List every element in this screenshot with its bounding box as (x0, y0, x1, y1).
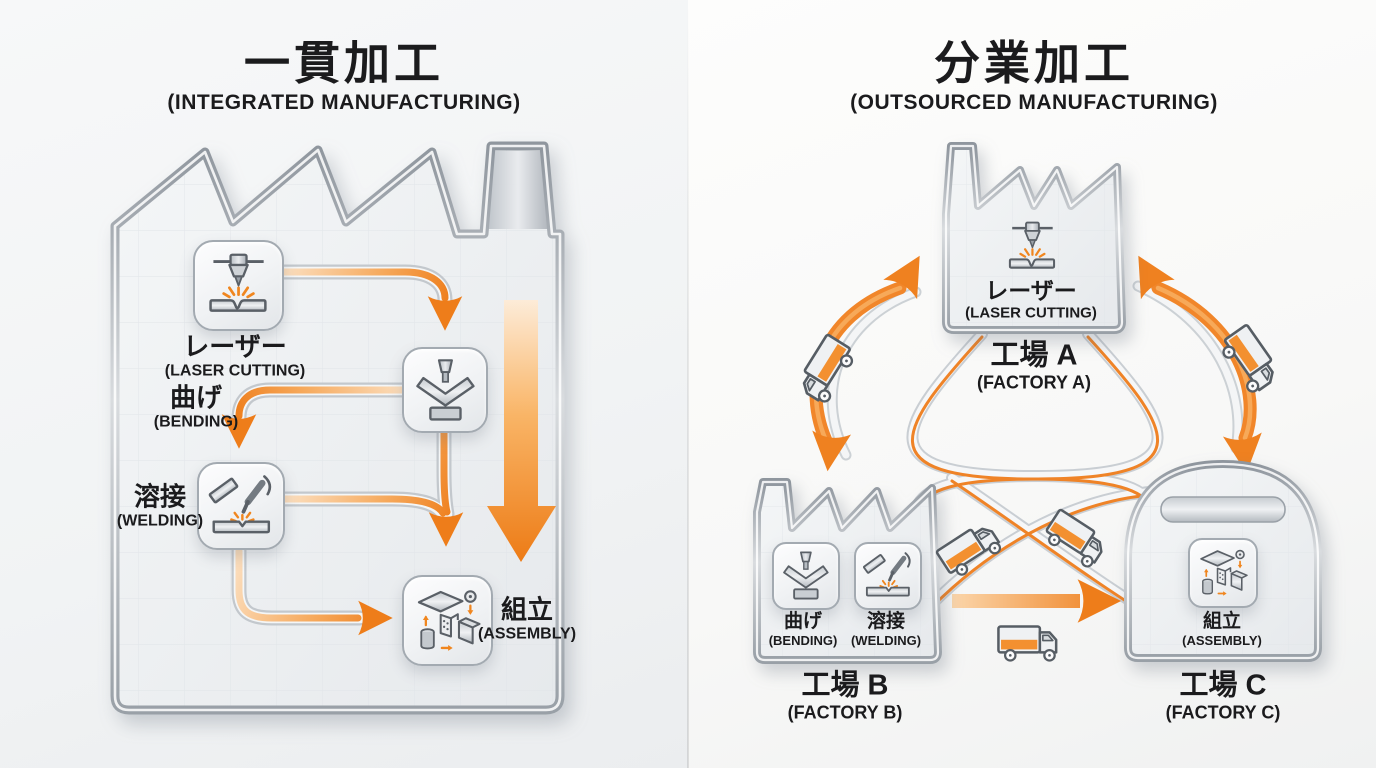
right-title-english: (OUTSOURCED MANUFACTURING) (850, 90, 1218, 114)
laser-cutting-label: レーザー (LASER CUTTING) (164, 331, 306, 380)
arrow-factory-b-c (952, 579, 1122, 623)
arrow-laser-to-bending (275, 264, 463, 331)
process-flow-arrows (221, 264, 464, 636)
left-flow-diagram (110, 141, 565, 715)
bending-label: 曲げ (BENDING) (153, 382, 239, 431)
factory-c-name: 工場 C (FACTORY C) (1165, 669, 1281, 723)
factory-b-welding-label: 溶接 (WELDING) (850, 611, 922, 648)
bending-icon (415, 358, 475, 421)
factory-a-name: 工場 A (FACTORY A) (976, 339, 1092, 393)
assembly-label: 組立 (ASSEMBLY) (477, 594, 577, 643)
right-title-japanese: 分業加工 (934, 37, 1134, 89)
factory-b-outline (753, 478, 942, 664)
arrow-merge-to-assembly (275, 394, 464, 547)
arrow-welding-to-assembly (231, 541, 393, 636)
factory-c-assembly-label: 組立 (ASSEMBLY) (1182, 611, 1262, 648)
truck-icon-b-c (997, 625, 1058, 662)
bending-step (402, 347, 488, 433)
assembly-step (402, 575, 493, 666)
welding-icon (861, 549, 915, 603)
panel-divider (687, 0, 689, 768)
direct-flow-arrow (487, 300, 556, 562)
factory-chimney (485, 151, 551, 229)
factory-a-process-label: レーザー (LASER CUTTING) (965, 277, 1097, 322)
factory-b-welding-step (854, 542, 922, 610)
welding-label: 溶接 (WELDING) (116, 481, 204, 530)
welding-step (197, 462, 285, 550)
factory-b-bending-label: 曲げ (BENDING) (768, 611, 838, 648)
factory-b-name: 工場 B (FACTORY B) (787, 669, 903, 723)
laser-cutting-icon (209, 253, 267, 313)
right-panel-title: 分業加工 (OUTSOURCED MANUFACTURING) (850, 38, 1218, 115)
factory-c-window-bar (1160, 496, 1286, 523)
left-title-english: (INTEGRATED MANUFACTURING) (167, 90, 521, 114)
arrow-bending-to-welding (221, 382, 410, 449)
assembly-icon (417, 590, 481, 653)
assembly-icon (1200, 549, 1249, 597)
factory-c-assembly-step (1188, 538, 1258, 608)
left-title-japanese: 一貫加工 (244, 37, 444, 89)
laser-cutting-step (193, 240, 284, 331)
right-network-diagram (753, 142, 1322, 664)
welding-icon (206, 471, 277, 542)
factory-b-bending-step (772, 542, 840, 610)
left-panel-title: 一貫加工 (INTEGRATED MANUFACTURING) (167, 38, 520, 115)
bending-icon (783, 551, 829, 600)
